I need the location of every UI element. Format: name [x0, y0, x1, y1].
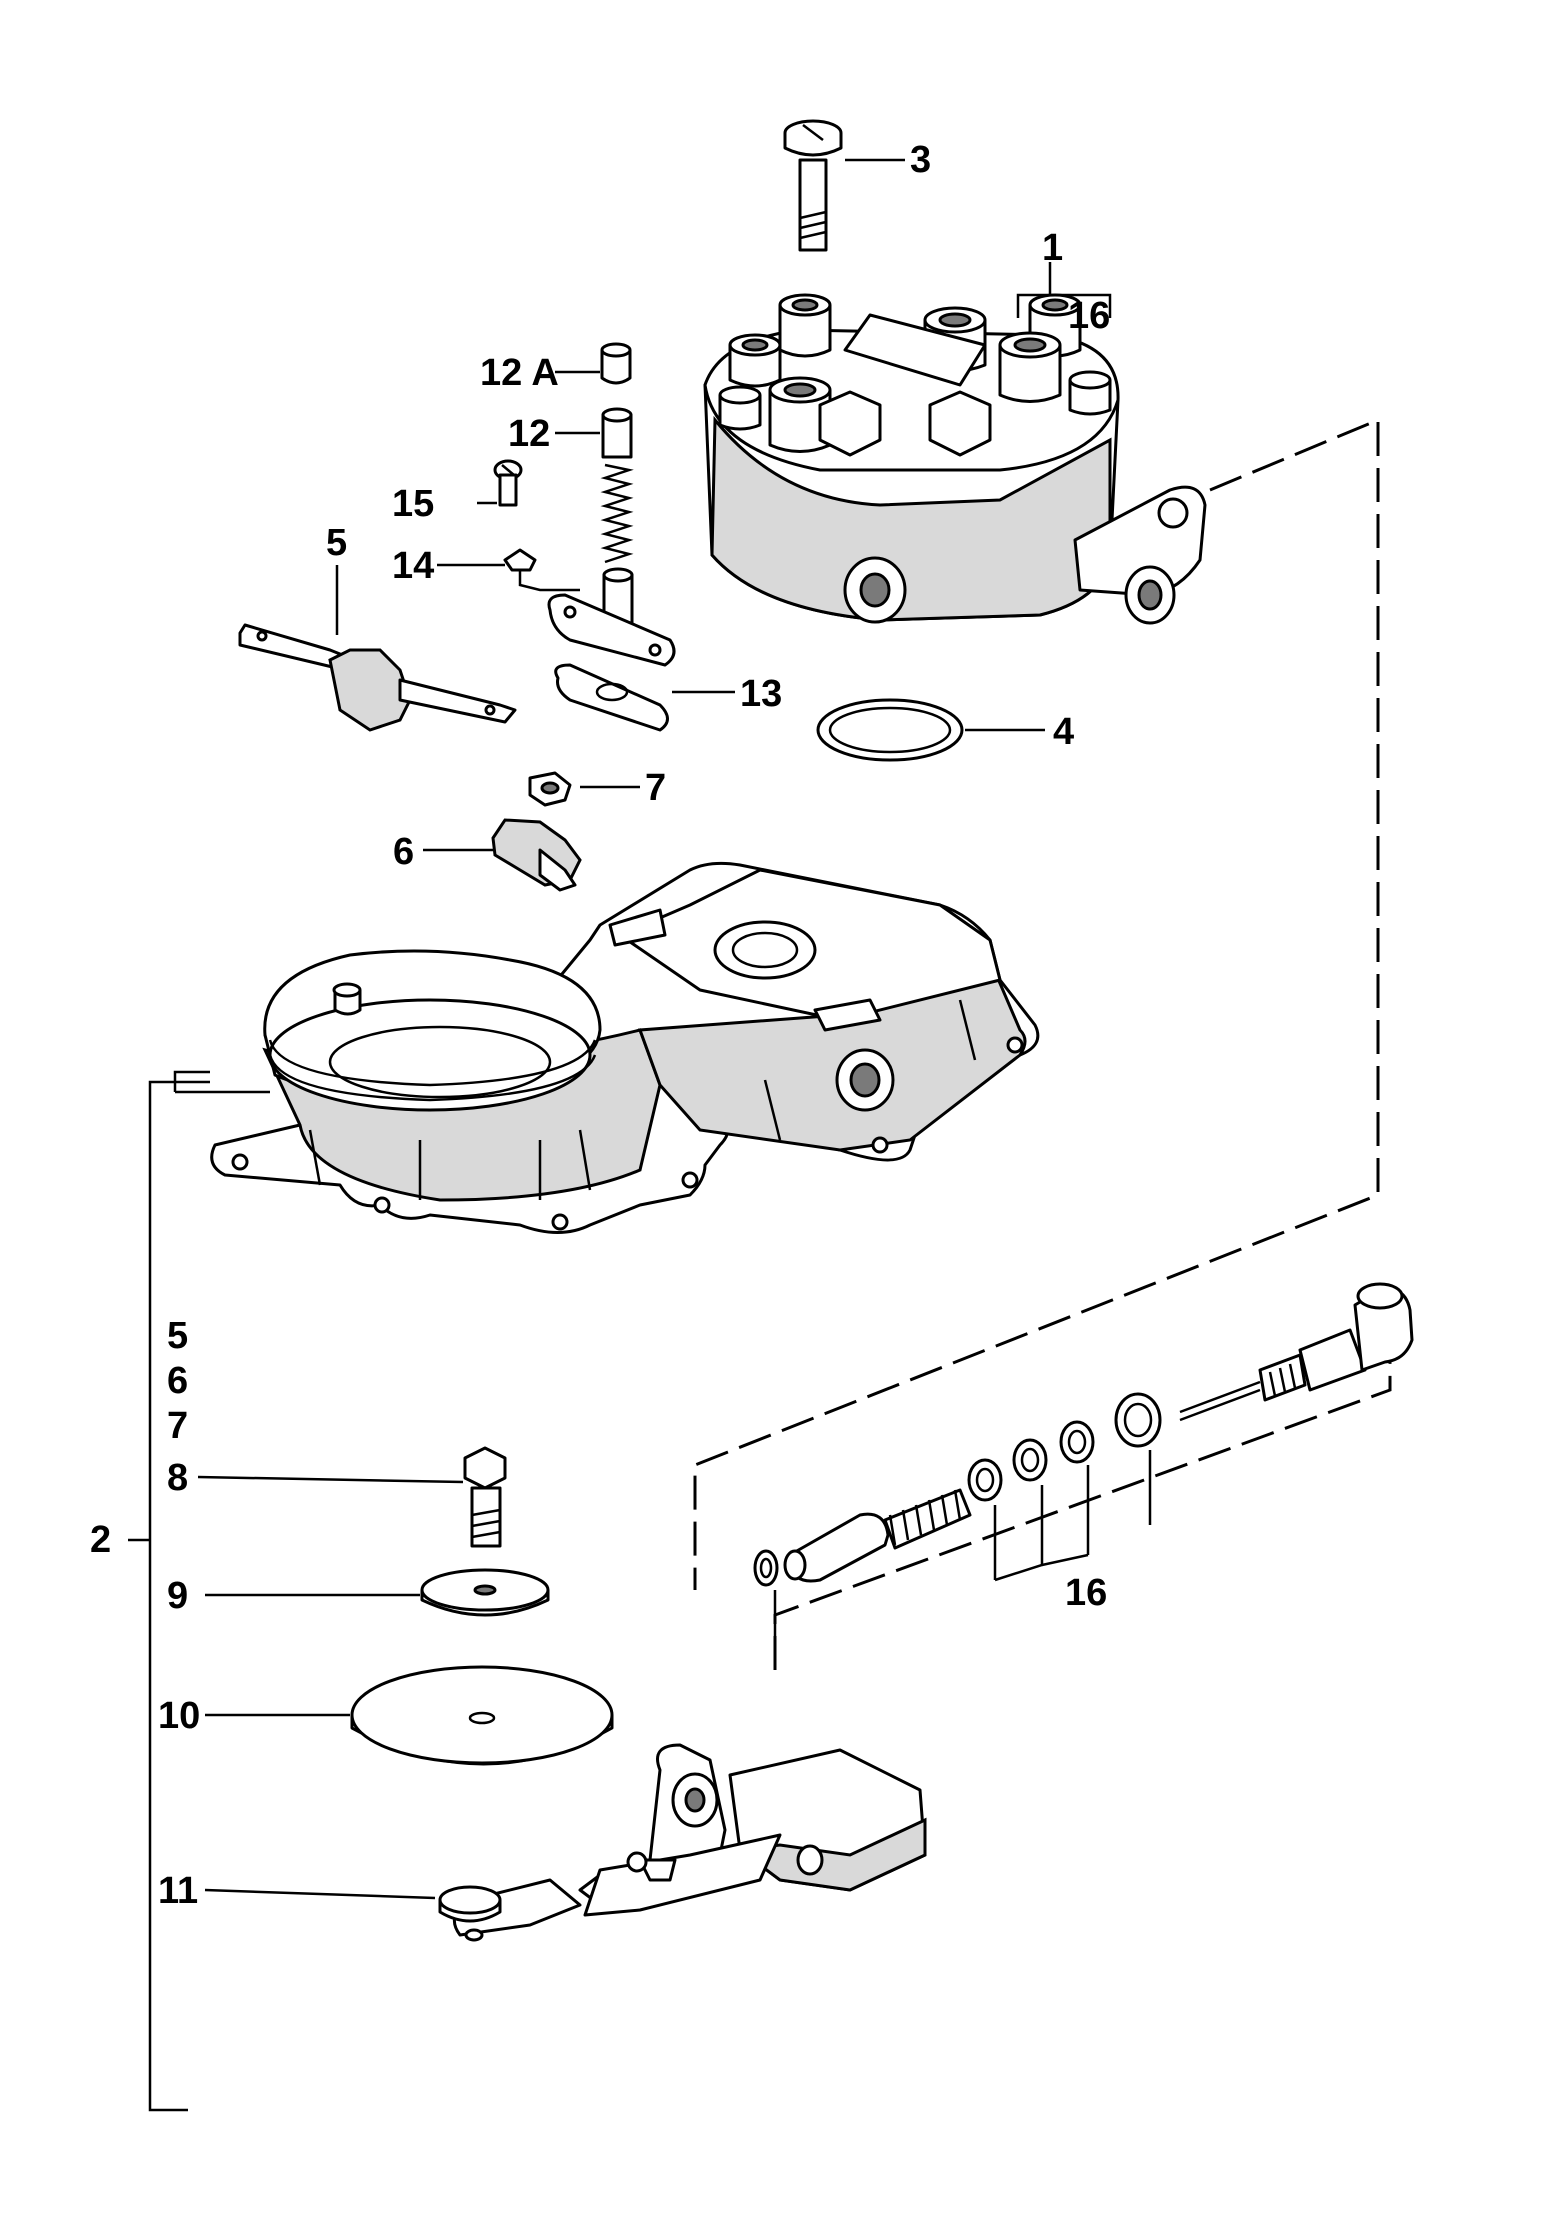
callout-8: 8: [167, 1457, 188, 1499]
callout-7-list: 7: [167, 1405, 188, 1447]
callout-7-top: 7: [645, 767, 666, 809]
part-4-o-ring: [816, 698, 964, 762]
part-1-distributor-head: [703, 293, 1207, 625]
callout-1: 1: [1042, 227, 1063, 269]
callout-12a: 12 A: [480, 352, 559, 394]
part-12-valve: [547, 407, 676, 667]
callout-15: 15: [392, 483, 434, 525]
part-12a-cap: [600, 342, 632, 385]
callout-6-top: 6: [393, 831, 414, 873]
callout-5-list: 5: [167, 1315, 188, 1357]
callout-11: 11: [158, 1870, 198, 1912]
callout-9: 9: [167, 1575, 188, 1617]
part-13-gasket: [554, 663, 669, 732]
leader-lines: [128, 158, 1112, 2112]
part-11-lever: [438, 1743, 927, 1942]
part-15-screw: [493, 459, 523, 507]
callout-14: 14: [392, 545, 434, 587]
outlet-ports: [718, 293, 1112, 457]
callout-6-list: 6: [167, 1360, 188, 1402]
part-5-bracket: [238, 623, 517, 732]
callout-10: 10: [158, 1695, 200, 1737]
callout-13: 13: [740, 673, 782, 715]
callout-16-bottom: 16: [1065, 1572, 1107, 1614]
callout-5-top: 5: [326, 522, 347, 564]
callout-3: 3: [910, 139, 931, 181]
callout-12: 12: [508, 413, 550, 455]
part-14-clip: [503, 548, 580, 592]
callout-16-top: 16: [1068, 295, 1110, 337]
main-housing: [210, 861, 1040, 1234]
part-10-plate: [350, 1665, 614, 1766]
part-9-washer: [420, 1568, 550, 1617]
part-7-nut: [528, 771, 572, 807]
part-8-bolt: [463, 1446, 507, 1548]
part-6-connector: [491, 818, 582, 892]
valve-components: [753, 1282, 1414, 1670]
callout-2: 2: [90, 1519, 111, 1561]
callout-4: 4: [1053, 711, 1074, 753]
part-3-screw: [783, 119, 843, 252]
callout-labels: 1 16 3 12 A 12 15 5 14 13 4 7 6 5 6 7 8 …: [90, 139, 1110, 1912]
